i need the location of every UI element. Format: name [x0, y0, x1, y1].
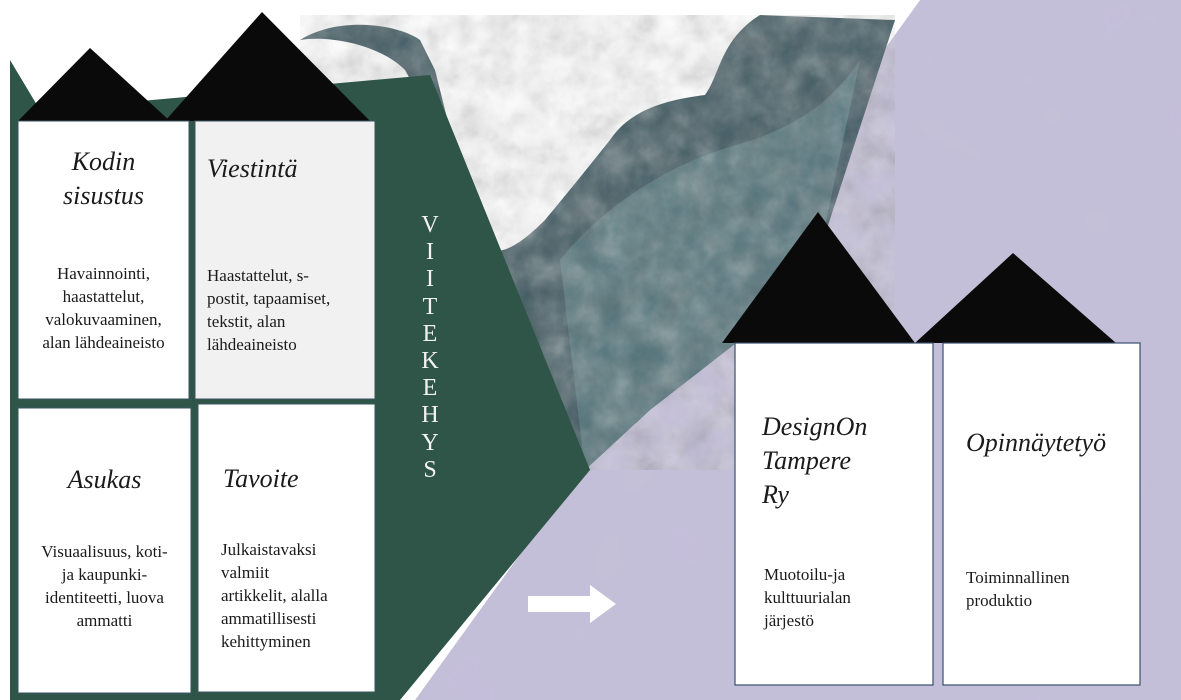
card-opinnaytetyo-title: Opinnäytetyö	[966, 428, 1107, 457]
right-arrow-icon	[528, 585, 616, 623]
roof-kodin-icon	[18, 48, 170, 121]
card-asukas-title: Asukas	[67, 465, 142, 494]
card-asukas-body: Visuaalisuus, koti- ja kaupunki- identit…	[41, 542, 168, 630]
card-tavoite-title: Tavoite	[223, 464, 299, 493]
card-designon-body: Muotoilu-ja kulttuurialan järjestö	[764, 565, 851, 630]
card-kodin-title: Kodin sisustus	[63, 147, 144, 210]
card-tavoite-body: Julkaistavaksi valmiit artikkelit, alall…	[221, 540, 328, 651]
viitekehys-vertical-label: V I I T E K E H Y S	[421, 212, 439, 483]
card-designon-box	[734, 342, 934, 686]
card-designon-title: DesignOn Tampere Ry	[762, 412, 868, 509]
card-viestinta-title: Viestintä	[207, 154, 298, 183]
card-viestinta-box	[194, 120, 376, 400]
card-opinnaytetyo-body: Toiminnallinen produktio	[966, 568, 1070, 610]
card-opinnaytetyo-box	[942, 342, 1141, 686]
card-tavoite-box	[197, 403, 376, 693]
card-kodin-box	[17, 120, 190, 400]
roof-designon-icon	[722, 212, 915, 343]
card-kodin-body: Havainnointi, haastattelut, valokuvaamin…	[42, 264, 165, 352]
green-mountain-peak	[370, 75, 590, 470]
card-viestinta-body: Haastattelut, s- postit, tapaamiset, tek…	[207, 266, 331, 354]
card-asukas-box	[17, 407, 192, 694]
roof-opinnaytetyo-icon	[915, 253, 1116, 343]
roof-viestinta-icon	[165, 12, 370, 121]
